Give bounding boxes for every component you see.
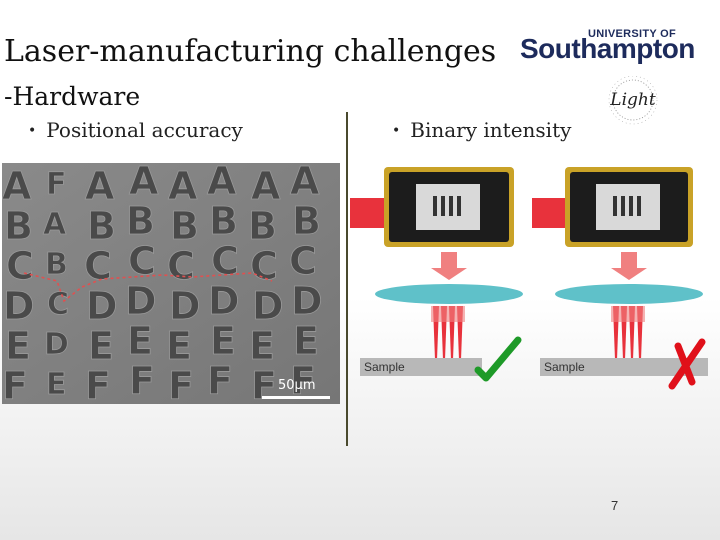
sem-letter: C (250, 244, 278, 288)
sem-letter: E (249, 324, 275, 368)
sem-letter: D (291, 279, 323, 323)
sem-letter: E (127, 319, 153, 363)
sem-letter: D (169, 284, 201, 328)
sem-letter: E (166, 324, 192, 368)
sem-letter: F (46, 167, 67, 202)
binary-intensity-diagram: Sample Sample (350, 160, 720, 410)
lens (375, 284, 523, 304)
slide-title: Laser-manufacturing challenges (4, 34, 497, 69)
sem-letter: B (4, 204, 33, 248)
logo-university-of: UNIVERSITY OF (588, 28, 677, 40)
sem-letter: E (88, 324, 114, 368)
bullet-text: Positional accuracy (46, 118, 243, 142)
sem-letter: A (43, 207, 67, 242)
check-mark-icon (474, 336, 522, 382)
sem-letter: C (47, 287, 69, 322)
bullet-dot-icon: • (28, 123, 37, 139)
bullet-dot-icon: • (392, 123, 401, 139)
sem-letter: F (207, 359, 233, 403)
sem-letter: E (5, 324, 31, 368)
sem-letter: A (2, 164, 32, 208)
sem-letter: B (87, 204, 116, 248)
sample-label: Sample (544, 360, 585, 374)
laser-source (532, 198, 568, 228)
sem-letter: F (129, 359, 155, 403)
sem-letter: D (252, 284, 284, 328)
logo-southampton: Southampton (520, 33, 695, 64)
cross-mark-icon (668, 338, 706, 390)
diagram-panel-2: Sample (532, 167, 708, 390)
laser-beams (611, 306, 645, 360)
laser-beams (431, 306, 465, 360)
sem-letter: E (46, 367, 67, 402)
sem-letter: B (126, 199, 155, 243)
laser-source (350, 198, 386, 228)
bullet-binary-intensity: • Binary intensity (392, 118, 571, 142)
light-logo-text: Light (609, 90, 656, 110)
sem-letter: C (6, 244, 34, 288)
sem-letter: A (207, 163, 237, 203)
sample-slab (540, 358, 708, 376)
sem-letter: D (86, 284, 118, 328)
bullet-text: Binary intensity (410, 118, 572, 142)
sem-letter: E (293, 319, 319, 363)
sem-letter: D (44, 327, 69, 362)
sem-letter: F (2, 364, 28, 404)
scale-bar (262, 396, 330, 399)
page-number: 7 (611, 498, 619, 513)
sem-letter: A (85, 164, 115, 208)
diagram-panel-1: Sample (350, 167, 523, 382)
sem-letter: F (168, 364, 194, 404)
sem-letter: F (290, 359, 316, 403)
sem-letter: B (45, 247, 68, 282)
scale-label: 50μm (278, 378, 316, 393)
lens (555, 284, 703, 304)
column-divider (346, 112, 348, 446)
sem-letter: C (167, 244, 195, 288)
sem-letter: B (209, 199, 238, 243)
sem-letter: C (128, 239, 156, 283)
sem-letter: B (248, 204, 277, 248)
sem-letter: C (84, 244, 112, 288)
light-logo-icon: Light (608, 76, 658, 125)
sem-letter: D (208, 279, 240, 323)
downward-arrow-icon (611, 252, 647, 280)
sem-letter: F (85, 364, 111, 404)
sem-letter: A (251, 164, 281, 208)
sem-letter: E (210, 319, 236, 363)
bullet-positional-accuracy: • Positional accuracy (28, 118, 243, 142)
sem-letter: A (168, 164, 198, 208)
sem-letter: D (3, 284, 35, 328)
sem-letter: A (290, 163, 320, 203)
positional-error-path (23, 272, 273, 303)
downward-arrow-icon (431, 252, 467, 280)
sem-letter: D (125, 279, 157, 323)
sem-letter: C (211, 239, 239, 283)
sample-slab (360, 358, 482, 376)
sem-letter: B (170, 204, 199, 248)
slide-subtitle: -Hardware (4, 82, 141, 111)
sem-letter: B (292, 199, 321, 243)
sem-letter: C (289, 239, 317, 283)
sample-label: Sample (364, 360, 405, 374)
sem-letter: A (129, 163, 159, 203)
